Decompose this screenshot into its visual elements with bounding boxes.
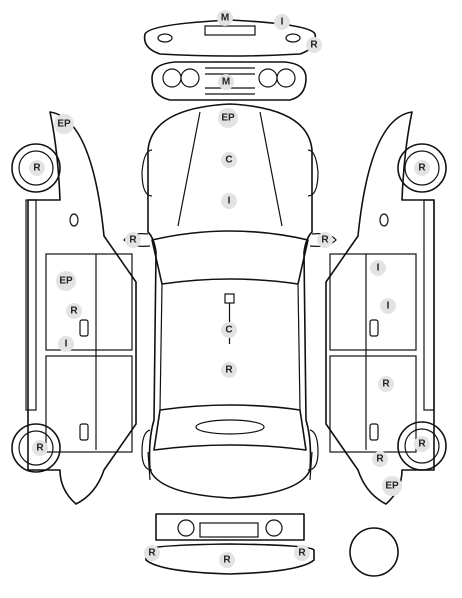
rear-bumper <box>145 543 315 575</box>
marker-left-rear-wheel-R[interactable]: R <box>32 440 48 456</box>
marker-left-fender-EP[interactable]: EP <box>54 114 74 134</box>
marker-mirror-left-R[interactable]: R <box>125 232 141 248</box>
svg-text:C: C <box>225 155 232 166</box>
svg-text:EP: EP <box>59 276 73 287</box>
svg-text:R: R <box>298 548 306 559</box>
marker-roof-R[interactable]: R <box>221 362 237 378</box>
svg-text:I: I <box>387 301 390 312</box>
svg-text:C: C <box>225 325 232 336</box>
left-side-view <box>11 111 137 505</box>
marker-right-rear-EP[interactable]: EP <box>382 476 402 496</box>
marker-rear-bumper-R-left[interactable]: R <box>144 545 160 561</box>
svg-text:M: M <box>222 77 230 88</box>
front-fascia <box>151 61 307 101</box>
marker-right-rear-door-R[interactable]: R <box>378 376 394 392</box>
svg-text:I: I <box>65 339 68 350</box>
marker-rear-bumper-R-right[interactable]: R <box>294 545 310 561</box>
blank-circle <box>349 527 399 577</box>
marker-left-door-R[interactable]: R <box>66 303 82 319</box>
marker-right-front-wheel-R[interactable]: R <box>414 160 430 176</box>
svg-text:I: I <box>228 196 231 207</box>
marker-right-door-I-2[interactable]: I <box>380 298 396 314</box>
rear-fascia <box>155 513 305 541</box>
svg-text:R: R <box>376 454 384 465</box>
svg-text:R: R <box>223 555 231 566</box>
svg-text:EP: EP <box>385 481 399 492</box>
marker-front-bumper-M[interactable]: M <box>217 10 233 26</box>
svg-text:R: R <box>418 439 426 450</box>
marker-front-bumper-I[interactable]: I <box>274 14 290 30</box>
marker-roof-C[interactable]: C <box>221 322 237 338</box>
marker-right-rear-wheel-R[interactable]: R <box>414 436 430 452</box>
marker-rear-bumper-R-center[interactable]: R <box>219 552 235 568</box>
svg-text:R: R <box>70 306 78 317</box>
marker-hood-I[interactable]: I <box>221 193 237 209</box>
svg-text:I: I <box>281 17 284 28</box>
svg-text:R: R <box>33 163 41 174</box>
svg-text:R: R <box>129 235 137 246</box>
marker-left-front-wheel-R[interactable]: R <box>29 160 45 176</box>
svg-text:R: R <box>148 548 156 559</box>
right-side-view <box>325 111 447 505</box>
marker-right-rear-arch-R[interactable]: R <box>372 451 388 467</box>
damage-markers: M I R M EP C I R R C R EP R EP R I R R I… <box>29 10 430 568</box>
front-bumper <box>143 19 317 57</box>
svg-text:R: R <box>36 443 44 454</box>
marker-front-bumper-R[interactable]: R <box>306 37 322 53</box>
svg-text:I: I <box>377 263 380 274</box>
svg-text:EP: EP <box>57 119 71 130</box>
marker-left-sill-I[interactable]: I <box>58 336 74 352</box>
marker-hood-C[interactable]: C <box>221 152 237 168</box>
car-top-view <box>123 103 337 499</box>
svg-text:R: R <box>418 163 426 174</box>
svg-text:EP: EP <box>221 113 235 124</box>
svg-text:R: R <box>225 365 233 376</box>
marker-grille-M[interactable]: M <box>218 74 234 90</box>
svg-text:R: R <box>321 235 329 246</box>
svg-text:R: R <box>310 40 318 51</box>
marker-hood-EP[interactable]: EP <box>218 108 238 128</box>
marker-left-door-EP[interactable]: EP <box>56 271 76 291</box>
marker-right-door-I-1[interactable]: I <box>370 260 386 276</box>
svg-text:R: R <box>382 379 390 390</box>
svg-text:M: M <box>221 13 229 24</box>
marker-mirror-right-R[interactable]: R <box>317 232 333 248</box>
